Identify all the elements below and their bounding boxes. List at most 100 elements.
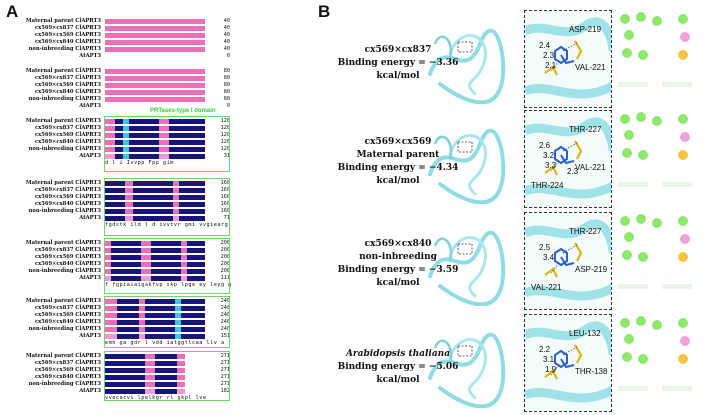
sample-name: cx569×cx837 xyxy=(318,44,478,57)
sequence-name: cx569×cx840 ClAPRT3 xyxy=(8,201,101,208)
sample-name: Arabidopsis thaliana xyxy=(318,348,478,361)
sequence-name: non-inbreeding ClAPRT3 xyxy=(8,381,101,388)
interaction-map-2d xyxy=(618,10,704,108)
sequence-name: cx569×cx840 ClAPRT3 xyxy=(8,319,101,326)
domain-box xyxy=(104,296,230,348)
distance-label: 2.3 xyxy=(543,51,554,60)
residue-node xyxy=(636,214,646,224)
residue-label: THR-227 xyxy=(569,125,601,134)
residue-node xyxy=(678,150,688,160)
residue-node xyxy=(680,234,690,244)
domain-box xyxy=(104,238,230,294)
alignment-row: cx569×cx569 ClAPRT3 40 xyxy=(8,32,233,39)
sequence-name: AtAPT3 xyxy=(8,153,101,160)
sequence-name: non-inbreeding ClAPRT3 xyxy=(8,146,101,153)
map-legend xyxy=(618,182,648,187)
residue-node xyxy=(636,12,646,22)
distance-label: 3.3 xyxy=(545,161,556,170)
sequence-name: AtAPT3 xyxy=(8,215,101,222)
sequence-name: AtAPT3 xyxy=(8,388,101,395)
sequence-name: cx569×cx569 ClAPRT3 xyxy=(8,132,101,139)
position-number: 0 xyxy=(208,53,230,60)
sequence-name: cx569×cx837 ClAPRT3 xyxy=(8,125,101,132)
alignment-row: Maternal parent ClAPRT380 xyxy=(8,68,233,75)
position-number: 40 xyxy=(208,18,230,25)
distance-label: 2.4 xyxy=(539,41,550,50)
distance-label: 1.9 xyxy=(545,365,556,374)
sequence-name: cx569×cx837 ClAPRT3 xyxy=(8,25,101,32)
sequence-bar xyxy=(105,40,205,45)
alignment-row: AtAPT3 0 xyxy=(8,53,233,60)
residue-node xyxy=(624,232,634,242)
interaction-map-2d xyxy=(618,314,704,412)
residue-node xyxy=(638,50,648,60)
sequence-name: cx569×cx837 ClAPRT3 xyxy=(8,75,101,82)
alignment-row: non-inbreeding ClAPRT340 xyxy=(8,46,233,53)
binding-energy: Binding energy = −5.06 kcal/mol xyxy=(318,361,478,387)
residue-node xyxy=(652,320,662,330)
sequence-name: cx569×cx569 ClAPRT3 xyxy=(8,82,101,89)
sequence-name: cx569×cx837 ClAPRT3 xyxy=(8,187,101,194)
sequence-name: cx569×cx569 ClAPRT3 xyxy=(8,194,101,201)
residue-node xyxy=(680,32,690,42)
sequence-name: AtAPT3 xyxy=(8,275,101,282)
distance-label: 3.1 xyxy=(543,355,554,364)
residue-node xyxy=(678,216,688,226)
domain-box xyxy=(104,116,230,172)
sequence-name: Maternal parent ClAPRT3 xyxy=(8,68,101,75)
sequence-bar xyxy=(105,69,205,74)
position-number: 40 xyxy=(208,39,230,46)
residue-label: LEU-132 xyxy=(569,329,601,338)
position-number: 80 xyxy=(208,82,230,89)
alignment-row: Maternal parent ClAPRT3 40 xyxy=(8,18,233,25)
residue-node xyxy=(624,130,634,140)
sequence-name: cx569×cx840 ClAPRT3 xyxy=(8,139,101,146)
sequence-bar xyxy=(105,90,205,95)
sequence-name: AtAPT3 xyxy=(8,333,101,340)
position-number: 80 xyxy=(208,75,230,82)
residue-node xyxy=(652,116,662,126)
position-number: 80 xyxy=(208,89,230,96)
sequence-name: AtAPT3 xyxy=(8,53,101,60)
sequence-name: Maternal parent ClAPRT3 xyxy=(8,298,101,305)
position-number: 40 xyxy=(208,32,230,39)
residue-node xyxy=(680,336,690,346)
domain-box xyxy=(104,178,230,236)
sequence-name: cx569×cx837 ClAPRT3 xyxy=(8,247,101,254)
residue-label: VAL-221 xyxy=(575,63,606,72)
sequence-bar xyxy=(105,54,205,59)
binding-site-zoom: ASP-219VAL-2212.42.32.1 xyxy=(524,10,612,108)
residue-node xyxy=(620,14,630,24)
sequence-name: cx569×cx569 ClAPRT3 xyxy=(8,32,101,39)
residue-node xyxy=(680,132,690,142)
residue-label: VAL-221 xyxy=(531,283,562,292)
map-legend xyxy=(618,386,648,391)
distance-label: 2.5 xyxy=(539,243,550,252)
residue-node xyxy=(678,252,688,262)
residue-node xyxy=(638,150,648,160)
sequence-name: non-inbreeding ClAPRT3 xyxy=(8,268,101,275)
residue-label: THR-227 xyxy=(569,227,601,236)
map-legend xyxy=(662,82,692,87)
alignment-row: cx569×cx837 ClAPRT340 xyxy=(8,25,233,32)
alignment-row: cx569×cx569 ClAPRT3 80 xyxy=(8,82,233,89)
sequence-name: cx569×cx840 ClAPRT3 xyxy=(8,89,101,96)
binding-energy: Binding energy = −3.36 kcal/mol xyxy=(318,57,478,83)
residue-node xyxy=(636,112,646,122)
sequence-name: Maternal parent ClAPRT3 xyxy=(8,18,101,25)
sequence-name: cx569×cx569 ClAPRT3 xyxy=(8,254,101,261)
residue-node xyxy=(638,252,648,262)
residue-node xyxy=(622,250,632,260)
residue-label: THR-138 xyxy=(575,367,607,376)
residue-node xyxy=(678,114,688,124)
sequence-name: Maternal parent ClAPRT3 xyxy=(8,240,101,247)
residue-node xyxy=(678,318,688,328)
residue-node xyxy=(620,114,630,124)
sequence-bar xyxy=(105,76,205,81)
residue-label: ASP-219 xyxy=(575,265,607,274)
sequence-name: cx569×cx837 ClAPRT3 xyxy=(8,360,101,367)
sequence-name: non-inbreeding ClAPRT3 xyxy=(8,46,101,53)
distance-label: 3.4 xyxy=(543,253,554,262)
map-legend xyxy=(618,82,648,87)
